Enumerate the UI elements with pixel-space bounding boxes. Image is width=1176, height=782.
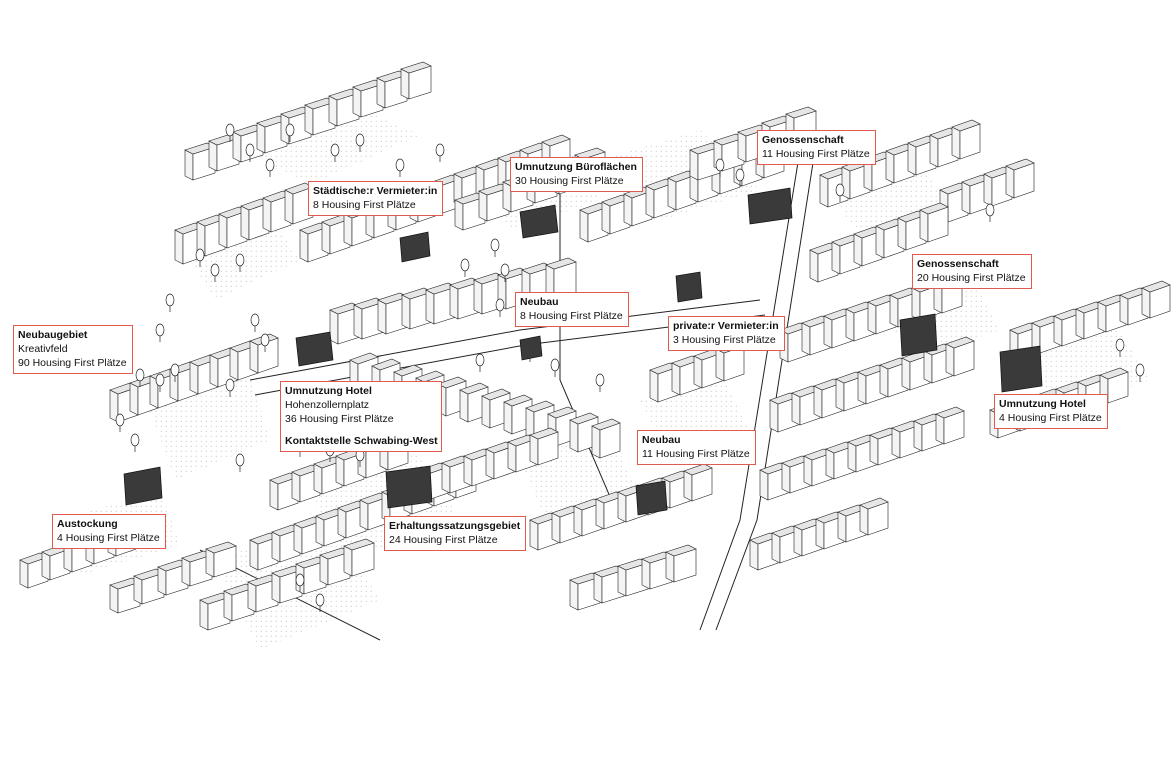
label-umnutzung-hotel-4: Umnutzung Hotel 4 Housing First Plätze [994,394,1108,429]
label-title: Umnutzung Hotel [999,398,1086,410]
label-count: 11 Housing First Plätze [642,448,750,460]
label-title: private:r Vermieter:in [673,320,779,332]
label-staedtischer-vermieter: Städtische:r Vermieter:in 8 Housing Firs… [308,181,444,216]
label-count: 24 Housing First Plätze [389,534,498,546]
label-title: Umnutzung Büroflächen [515,161,637,173]
label-title: Neubaugebiet [18,329,88,341]
label-privater-vermieter: private:r Vermieter:in 3 Housing First P… [668,316,785,351]
label-umnutzung-bueroflaechen: Umnutzung Büroflächen 30 Housing First P… [510,157,643,192]
label-genossenschaft-20: Genossenschaft 20 Housing First Plätze [912,254,1032,289]
label-count: 30 Housing First Plätze [515,175,624,187]
label-title: Austockung [57,518,118,530]
label-count: 3 Housing First Plätze [673,334,776,346]
label-title: Erhaltungssatzungsgebiet [389,520,521,532]
label-count: 36 Housing First Plätze [285,413,394,425]
label-umnutzung-hotel-36: Umnutzung Hotel Hohenzollernplatz 36 Hou… [280,381,442,452]
streets [199,149,816,641]
label-title: Städtische:r Vermieter:in [313,185,438,197]
label-title: Genossenschaft [917,258,999,270]
label-count: 20 Housing First Plätze [917,272,1026,284]
label-neubaugebiet: Neubaugebiet Kreativfeld 90 Housing Firs… [13,325,133,374]
label-count: 11 Housing First Plätze [762,148,870,160]
label-erhaltungssatzungsgebiet: Erhaltungssatzungsgebiet 24 Housing Firs… [384,516,527,551]
label-genossenschaft-11: Genossenschaft 11 Housing First Plätze [757,130,876,165]
label-neubau-8: Neubau 8 Housing First Plätze [515,292,629,327]
label-subtitle: Hohenzollernplatz [285,399,370,411]
label-contact: Kontaktstelle Schwabing-West [285,435,438,447]
label-austockung: Austockung 4 Housing First Plätze [52,514,166,549]
label-neubau-11: Neubau 11 Housing First Plätze [637,430,756,465]
label-title: Umnutzung Hotel [285,385,372,397]
highlighted-buildings [123,187,1043,516]
label-title: Neubau [520,296,559,308]
label-title: Neubau [642,434,681,446]
label-count: 4 Housing First Plätze [57,532,160,544]
label-count: 4 Housing First Plätze [999,412,1102,424]
label-count: 8 Housing First Plätze [313,199,416,211]
label-subtitle: Kreativfeld [18,343,68,355]
label-count: 8 Housing First Plätze [520,310,623,322]
label-count: 90 Housing First Plätze [18,357,127,369]
label-title: Genossenschaft [762,134,844,146]
building-blocks [19,61,1171,631]
